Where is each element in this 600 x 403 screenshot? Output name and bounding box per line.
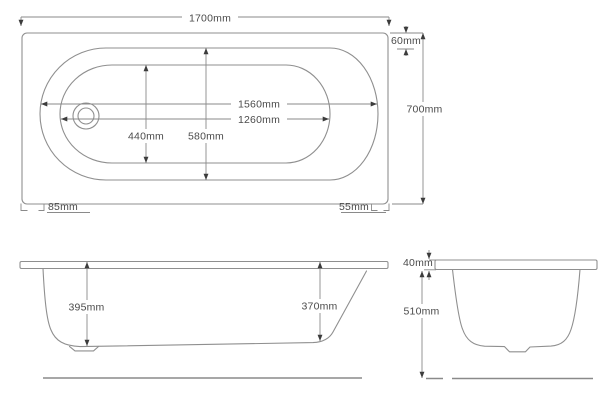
corner-tick xyxy=(371,203,378,211)
dim-label: 370mm xyxy=(301,301,337,313)
basin-floor-length-dimension: 1260mm xyxy=(61,112,329,126)
depth-head-dimension: 395mm xyxy=(64,262,110,346)
label-mask xyxy=(402,102,447,116)
dim-label: 510mm xyxy=(403,306,439,318)
left-overhang-dimension: 85mm xyxy=(20,201,90,213)
end-elevation-view: 40mm 510mm xyxy=(399,250,598,380)
label-mask xyxy=(231,97,287,110)
dim-label: 395mm xyxy=(68,302,104,314)
dim-label: 700mm xyxy=(406,104,442,116)
label-mask xyxy=(183,129,229,143)
foot-detail xyxy=(68,345,100,352)
tub-body-profile xyxy=(451,268,581,353)
rim-bar xyxy=(19,260,389,270)
right-overhang-dimension: 55mm xyxy=(339,201,390,213)
overall-width-dimension: 700mm xyxy=(390,32,447,205)
dim-label: 1700mm xyxy=(189,13,231,25)
dim-label: 60mm xyxy=(391,35,421,47)
dim-label: 85mm xyxy=(48,201,78,213)
dim-label: 580mm xyxy=(188,131,224,143)
basin-length-dimension: 1560mm xyxy=(41,97,377,111)
dim-label: 440mm xyxy=(128,131,164,143)
head-rim-width-dimension: 60mm xyxy=(391,26,421,56)
overall-height-dimension: 510mm xyxy=(399,271,445,378)
rim-thickness-dimension: 40mm xyxy=(403,250,436,280)
dim-label: 55mm xyxy=(339,201,369,213)
label-mask xyxy=(399,304,445,318)
overall-length-dimension: 1700mm xyxy=(18,11,392,26)
dim-label: 1560mm xyxy=(238,99,280,111)
depth-foot-dimension: 370mm xyxy=(297,262,343,341)
side-elevation-view: 395mm 370mm xyxy=(19,260,389,379)
label-mask xyxy=(64,300,110,314)
plan-view: 1700mm 1560mm 1260mm 440mm xyxy=(18,11,447,213)
label-mask xyxy=(231,112,287,126)
waste-outlet-icon xyxy=(72,102,100,130)
corner-tick xyxy=(383,203,390,211)
basin-outer-outline xyxy=(39,47,379,181)
rim-bar xyxy=(434,259,598,271)
corner-tick xyxy=(20,203,28,211)
waste-outlet-outer xyxy=(72,102,100,130)
basin-width-dimension: 580mm xyxy=(183,48,229,180)
tub-rim-outline xyxy=(21,32,389,205)
basin-inner-outline xyxy=(59,64,331,164)
label-mask xyxy=(297,299,343,313)
dim-label: 40mm xyxy=(403,257,433,269)
waste-outlet-inner xyxy=(77,107,95,125)
tub-body-profile xyxy=(42,267,368,348)
dim-label: 1260mm xyxy=(238,114,280,126)
label-mask xyxy=(182,11,238,23)
basin-floor-width-dimension: 440mm xyxy=(122,65,169,163)
corner-tick xyxy=(38,203,45,211)
label-mask xyxy=(122,129,169,143)
